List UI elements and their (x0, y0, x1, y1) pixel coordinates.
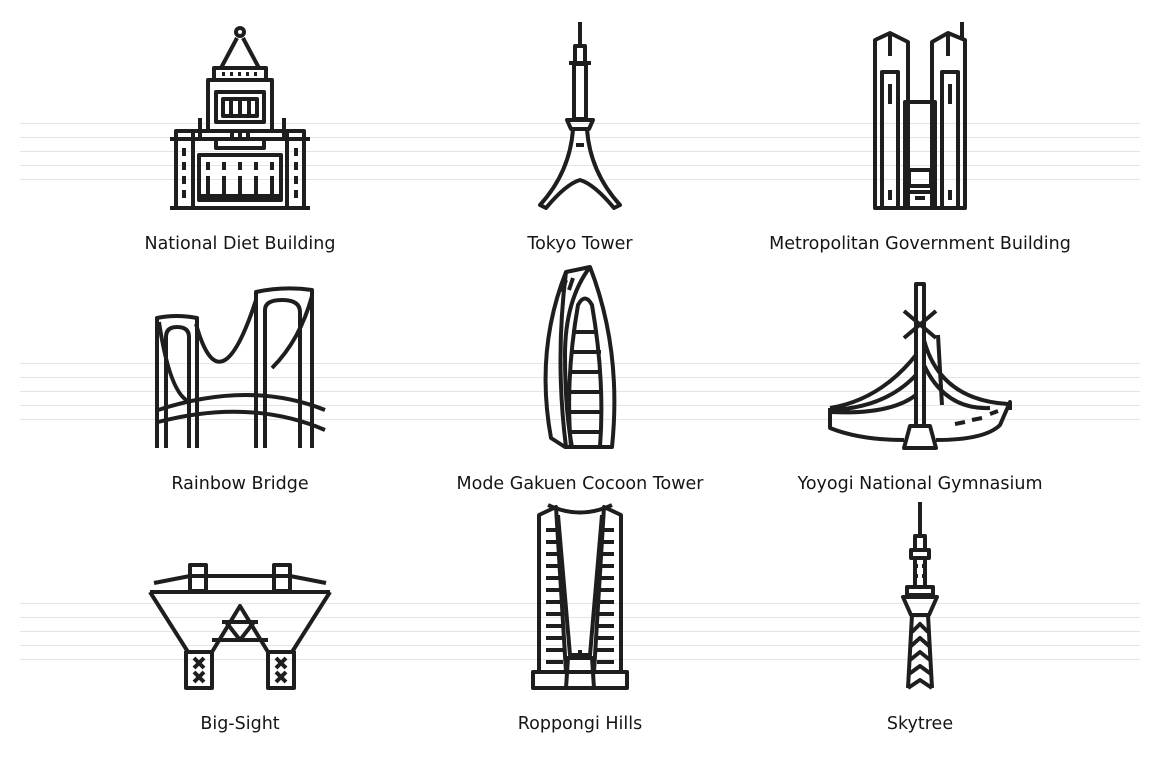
landmark-label: Roppongi Hills (517, 714, 643, 734)
landmark-label: Rainbow Bridge (171, 474, 309, 494)
landmark-label: Big-Sight (200, 714, 280, 734)
landmark-label: Tokyo Tower (527, 234, 633, 254)
yoyogi-gymnasium-icon (828, 282, 1012, 450)
rainbow-bridge-icon (155, 286, 326, 448)
landmark-label: National Diet Building (144, 234, 336, 254)
landmark-label: Mode Gakuen Cocoon Tower (456, 474, 704, 494)
landmark-label: Metropolitan Government Building (769, 234, 1071, 254)
roppongi-hills-icon (531, 503, 629, 690)
landmark-label: Yoyogi National Gymnasium (797, 474, 1043, 494)
metropolitan-government-building-icon (873, 22, 967, 210)
big-sight-icon (148, 563, 332, 690)
tokyo-tower-icon (538, 22, 622, 210)
national-diet-building-icon (170, 26, 310, 210)
cocoon-tower-icon (543, 265, 617, 449)
skytree-icon (901, 502, 939, 690)
landmark-label: Skytree (886, 714, 954, 734)
